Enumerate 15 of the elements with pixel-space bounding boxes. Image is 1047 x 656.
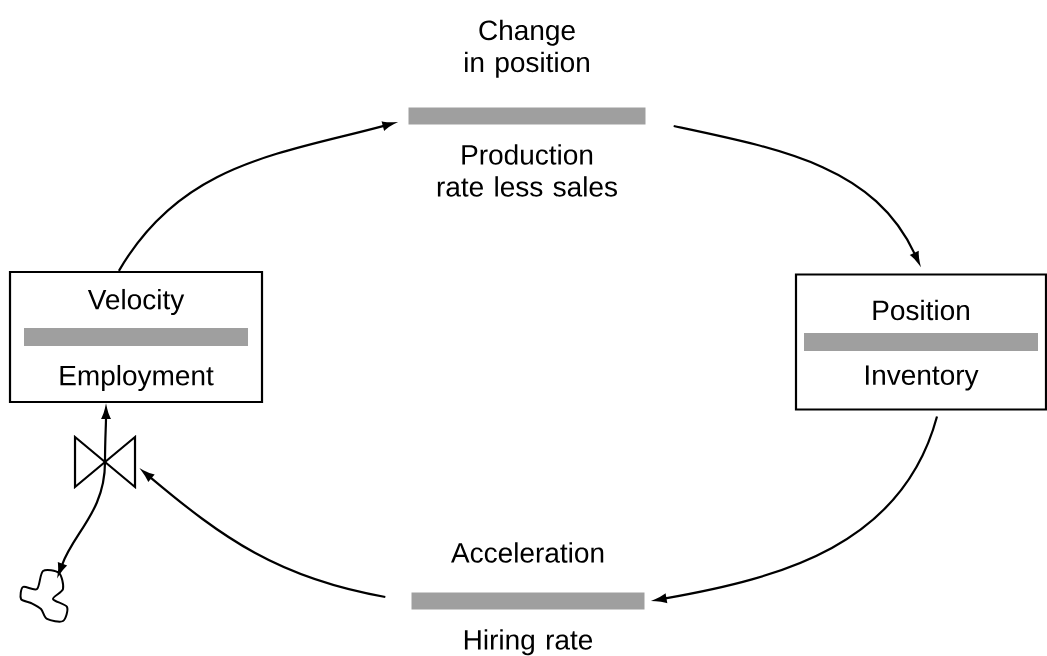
stock-label: Position (873, 299, 969, 321)
stock-label: Velocity (87, 288, 185, 316)
stock-label: Employment (60, 364, 214, 392)
stock-label: Inventory (866, 365, 979, 391)
arrow (142, 470, 386, 599)
cloud-symbol (19, 568, 69, 623)
flow-label: Change in position (465, 19, 589, 78)
arrow (654, 416, 939, 603)
flow-bar (411, 542, 645, 656)
arrow (118, 121, 395, 272)
flow-label: Production rate less sales (437, 144, 617, 197)
flow-label: Acceleration (451, 542, 604, 563)
valve-symbol (73, 434, 137, 490)
flow-label: Hiring rate (464, 629, 593, 656)
flow-bar (408, 19, 646, 197)
